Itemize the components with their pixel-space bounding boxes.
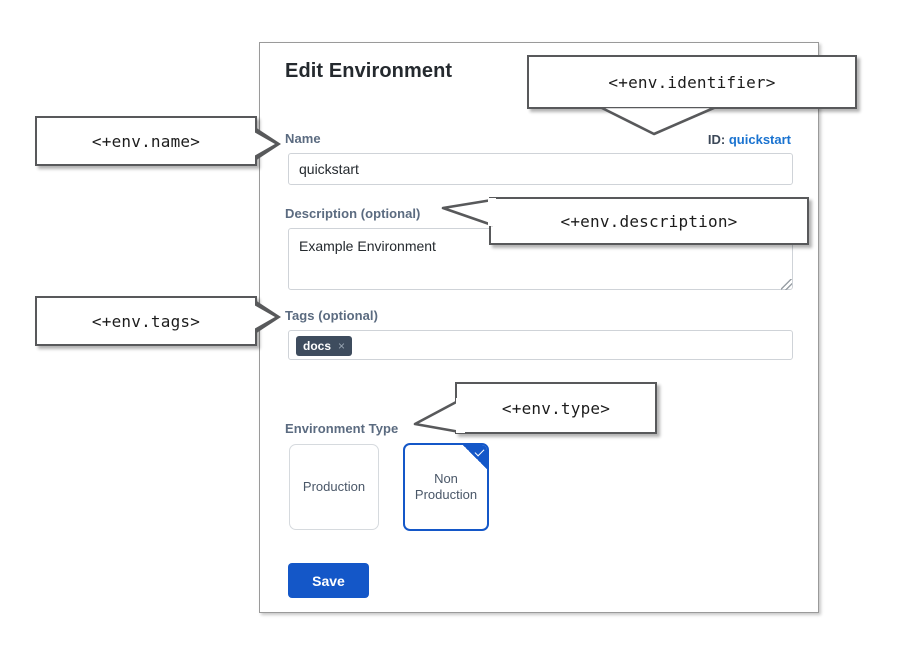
env-type-card-non-production[interactable]: Non Production xyxy=(403,443,489,531)
callout-env-tags-text: <+env.tags> xyxy=(91,311,201,331)
callout-env-tags: <+env.tags> xyxy=(35,296,257,346)
environment-type-label: Environment Type xyxy=(285,421,399,436)
callout-env-name-text: <+env.name> xyxy=(91,131,201,151)
callout-env-type-tail xyxy=(413,398,465,434)
tags-label: Tags (optional) xyxy=(285,308,378,323)
callout-env-identifier-tail xyxy=(598,101,720,136)
id-value-link[interactable]: quickstart xyxy=(728,132,791,147)
name-label: Name xyxy=(285,131,321,146)
id-prefix-label: ID: xyxy=(707,132,726,147)
name-input[interactable] xyxy=(288,153,793,185)
env-type-card-non-production-label: Non Production xyxy=(415,471,477,504)
callout-env-tags-tail-fill xyxy=(254,305,275,329)
callout-env-description: <+env.description> xyxy=(489,197,809,245)
callout-env-identifier-text: <+env.identifier> xyxy=(608,72,776,92)
page-title: Edit Environment xyxy=(285,60,453,82)
check-icon xyxy=(462,445,487,470)
close-icon[interactable]: × xyxy=(338,339,346,353)
callout-env-description-text: <+env.description> xyxy=(560,211,738,231)
callout-env-description-tail xyxy=(441,198,496,227)
callout-env-identifier: <+env.identifier> xyxy=(527,55,857,109)
env-type-card-production[interactable]: Production xyxy=(289,444,379,530)
edit-environment-panel: Edit Environment Name ID: quickstart Des… xyxy=(259,42,819,613)
tag-chip-label: docs xyxy=(303,339,332,353)
env-type-label-line1: Non xyxy=(434,470,458,486)
callout-env-name-tail-fill xyxy=(254,132,275,156)
env-type-card-production-label: Production xyxy=(302,478,366,494)
callout-env-type-text: <+env.type> xyxy=(501,398,611,418)
tags-input[interactable]: docs × xyxy=(288,330,793,360)
save-button[interactable]: Save xyxy=(288,563,369,598)
environment-id: ID: quickstart xyxy=(708,132,791,147)
description-label: Description (optional) xyxy=(285,206,421,221)
tag-chip-docs[interactable]: docs × xyxy=(296,336,353,356)
callout-env-type: <+env.type> xyxy=(455,382,657,434)
env-type-label-line2: Production xyxy=(414,487,478,502)
callout-env-name: <+env.name> xyxy=(35,116,257,166)
